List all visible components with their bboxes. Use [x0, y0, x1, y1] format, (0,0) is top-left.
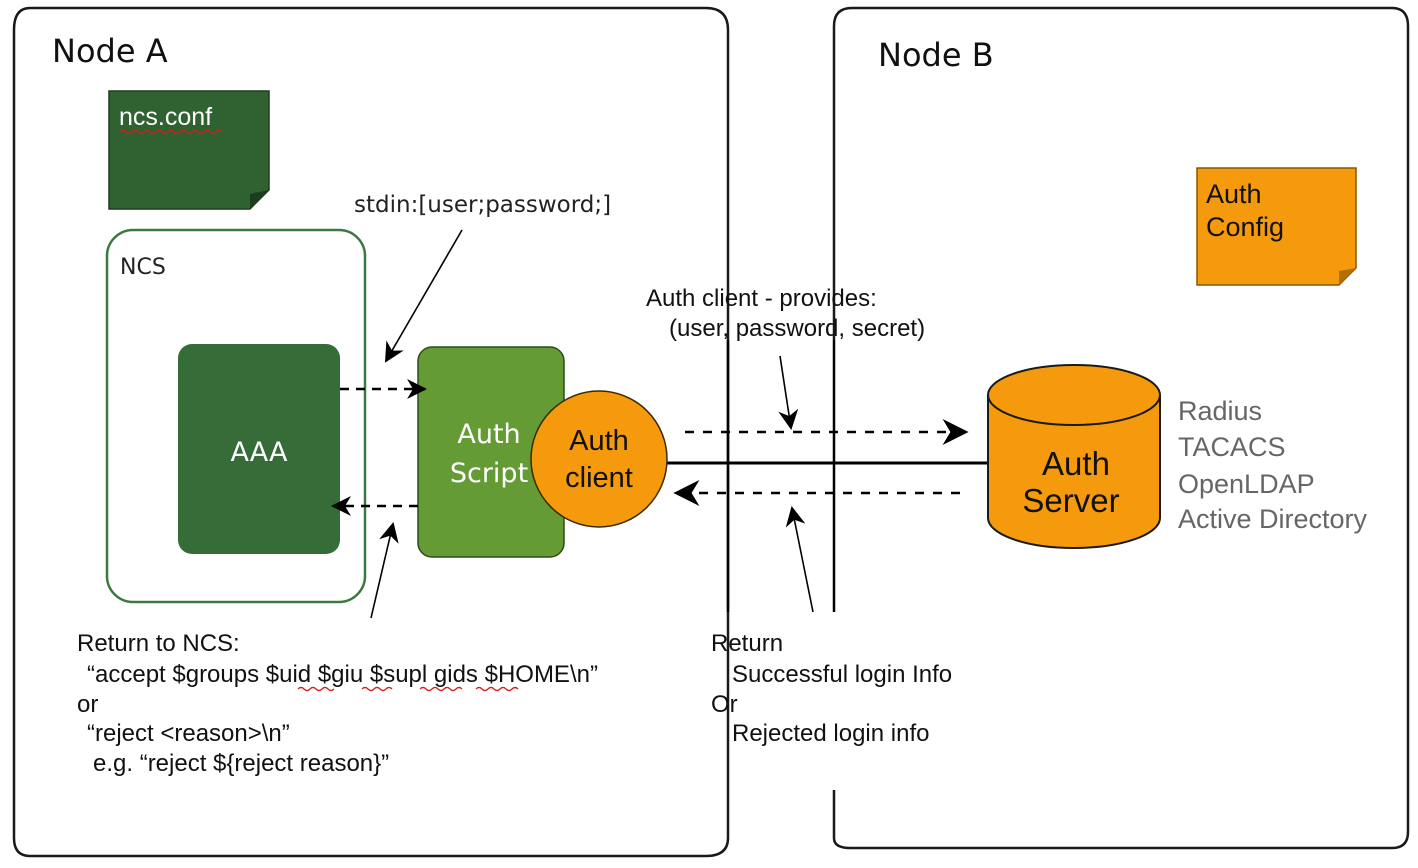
auth-server-line1: Auth [1042, 445, 1110, 482]
ncs-label: NCS [120, 255, 166, 280]
return-ncs-annotation: Return to NCS: “accept $groups $uid $giu… [77, 630, 598, 777]
ncs-conf-spell-underline [119, 129, 223, 135]
backend-item: Radius [1178, 396, 1262, 426]
aaa-shape [178, 344, 340, 554]
auth-server-body [987, 394, 1161, 549]
ncs-conf-label: ncs.conf [119, 103, 212, 131]
return-login-annotation: Return Successful login Info Or Rejected… [711, 630, 952, 747]
auth-script-line2: Script [450, 458, 528, 489]
ncs-container: NCS [105, 228, 367, 604]
return-login-line: Or [711, 691, 738, 718]
stdin-pointer-arrow [384, 229, 463, 363]
auth-backends-list: Radius TACACS OpenLDAP Active Directory [1178, 396, 1368, 534]
auth-client-line1: Auth [569, 425, 629, 457]
ncs-conf-file: ncs.conf [108, 90, 270, 210]
backend-item: Active Directory [1178, 504, 1368, 534]
auth-config-file: Auth Config [1196, 167, 1357, 286]
auth-client-shape [530, 390, 668, 528]
backend-item: TACACS [1178, 432, 1286, 462]
provides-annotation-line1: Auth client - provides: [646, 285, 877, 312]
auth-client-line2: client [565, 462, 633, 494]
return-ncs-line: or [77, 691, 98, 718]
provides-pointer-arrow [778, 355, 799, 430]
return-ncs-line: “accept $groups $uid $giu $supl gids $HO… [87, 661, 598, 688]
auth-config-line2: Config [1206, 212, 1284, 242]
return-ncs-line: “reject <reason>\n” [87, 720, 290, 747]
backend-item: OpenLDAP [1178, 469, 1315, 499]
return-login-pointer-arrow [785, 506, 814, 613]
provides-annotation-line2: (user, password, secret) [669, 315, 925, 342]
aaa-box: AAA [178, 344, 340, 554]
node-b: Node B [832, 6, 1410, 850]
auth-server-top [987, 364, 1161, 426]
ncs-border [105, 228, 367, 604]
auth-client-circle: Auth client [530, 390, 668, 528]
auth-config-line1: Auth [1206, 179, 1262, 209]
auth-script-box: Auth Script [417, 346, 565, 558]
return-login-line: Return [711, 630, 783, 657]
node-b-title: Node B [878, 36, 994, 74]
spellcheck-underline [297, 686, 519, 692]
aaa-label: AAA [231, 437, 288, 468]
auth-script-line1: Auth [457, 419, 520, 450]
auth-server-cylinder: Auth Server [987, 364, 1161, 549]
node-b-border [832, 6, 1410, 850]
return-ncs-pointer-arrow [370, 522, 399, 619]
return-login-line: Rejected login info [732, 720, 929, 747]
node-a-title: Node A [52, 32, 168, 70]
return-ncs-line: Return to NCS: [77, 630, 240, 657]
node-a-border [12, 6, 730, 858]
return-ncs-line: e.g. “reject ${reject reason}” [93, 750, 389, 777]
stdin-annotation: stdin:[user;password;] [354, 192, 611, 218]
node-a: Node A [12, 6, 730, 858]
return-login-line: Successful login Info [732, 661, 952, 688]
ncs-conf-fold [250, 190, 269, 209]
auth-server-line2: Server [1022, 482, 1119, 519]
auth-config-fold [1339, 268, 1356, 285]
